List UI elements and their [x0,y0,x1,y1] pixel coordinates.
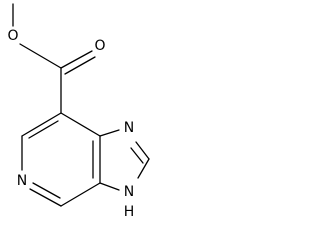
bond-n3-c3a [99,182,120,191]
bond-carbonyl-double-b [64,56,96,75]
chemical-structure: O O N N N H [7,3,150,220]
atom-imidazole-nitrogen: N [124,120,134,136]
atom-labels: O O N N N H [7,28,134,220]
bond-n1-c2 [135,141,150,160]
bond-c7a-c7 [60,112,101,137]
bond-c2-n3 [137,158,150,179]
bond-c7a-n1 [99,129,120,137]
atom-pyridine-nitrogen: N [17,173,27,189]
bond-oxygen-carbonyl [19,43,62,69]
atom-imidazole-nh-nitrogen: N [124,184,134,200]
bond-c7-c6 [21,112,62,137]
bond-c7-c6-inner [28,120,59,139]
bond-n1-c2-inner [130,147,144,164]
atom-nh-hydrogen: H [124,204,135,220]
bond-n5-c4-inner [32,182,61,199]
bond-carbonyl-double-a [60,50,93,69]
bonds [12,3,150,207]
bond-c4-c3a [60,182,101,207]
bond-n5-c4 [29,188,62,207]
atom-ester-oxygen: O [7,28,18,44]
atom-carbonyl-oxygen: O [94,38,105,54]
